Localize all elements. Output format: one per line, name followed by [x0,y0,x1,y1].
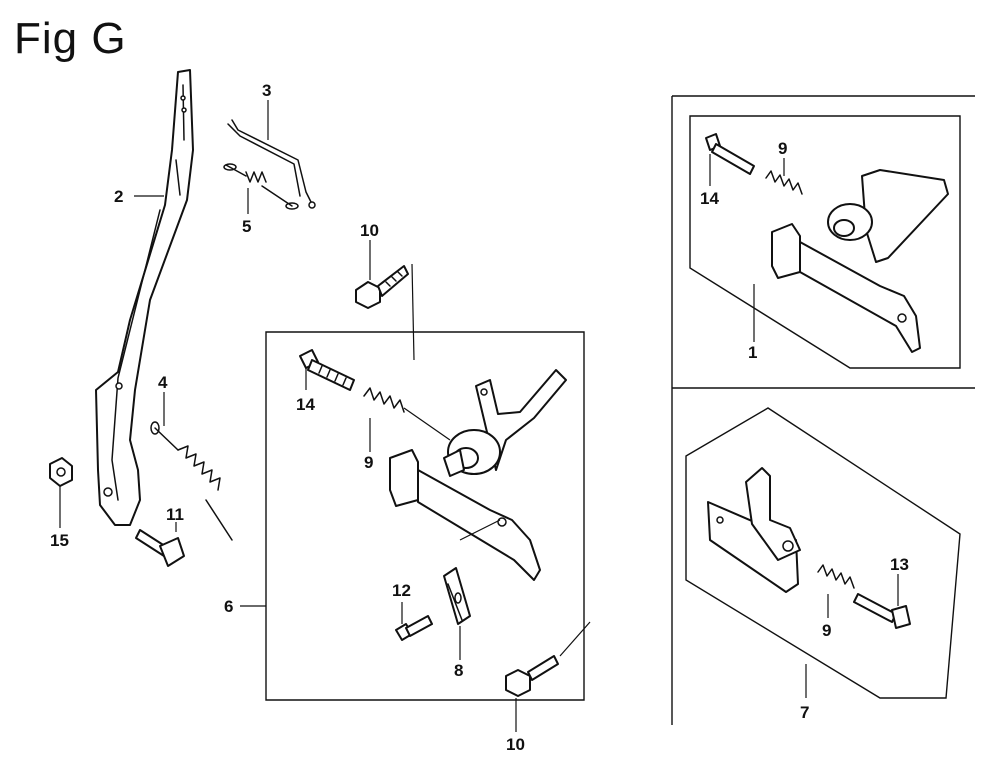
clip-part-8 [443,567,471,625]
callout-leaders [59,100,899,732]
callout-15: 15 [50,531,69,550]
callout-13: 13 [890,555,909,574]
screw-part-12 [395,615,433,641]
pin-bolt-part-11 [135,529,185,567]
bolt-part-10-top [355,263,415,361]
callout-9-right-top: 9 [778,139,787,158]
callout-12: 12 [392,581,411,600]
callout-labels: 2 3 5 4 11 15 10 14 9 6 12 8 10 14 9 1 1… [50,81,909,754]
callout-7: 7 [800,703,809,722]
callout-4: 4 [158,373,168,392]
callout-11: 11 [166,505,184,524]
assembly-frame-part-6 [265,331,585,701]
callout-14-center: 14 [296,395,315,414]
assembly-part-1 [689,115,961,369]
callout-9-right-bottom: 9 [822,621,831,640]
screw-part-14-center [299,349,355,391]
spring-part-9-center [363,387,451,441]
callout-5: 5 [242,217,251,236]
assembly-part-7 [685,407,961,699]
callout-1: 1 [748,343,757,362]
callout-10-bottom: 10 [506,735,525,754]
lever-arm-part-2 [95,69,194,526]
small-spring-part-5 [223,163,299,210]
right-panel-frame [671,95,975,725]
callout-10-top: 10 [360,221,379,240]
callout-2: 2 [114,187,123,206]
long-spring-part-4 [150,421,233,541]
link-rod-part-3 [227,119,316,209]
bolt-part-10-bottom [505,621,591,697]
callout-6: 6 [224,597,233,616]
control-bracket-center [389,369,567,581]
callout-3: 3 [262,81,271,100]
callout-9-center: 9 [364,453,373,472]
nut-part-15 [49,457,73,487]
callout-8: 8 [454,661,463,680]
callout-14-right: 14 [700,189,719,208]
figure-title: Fig G [14,14,127,63]
